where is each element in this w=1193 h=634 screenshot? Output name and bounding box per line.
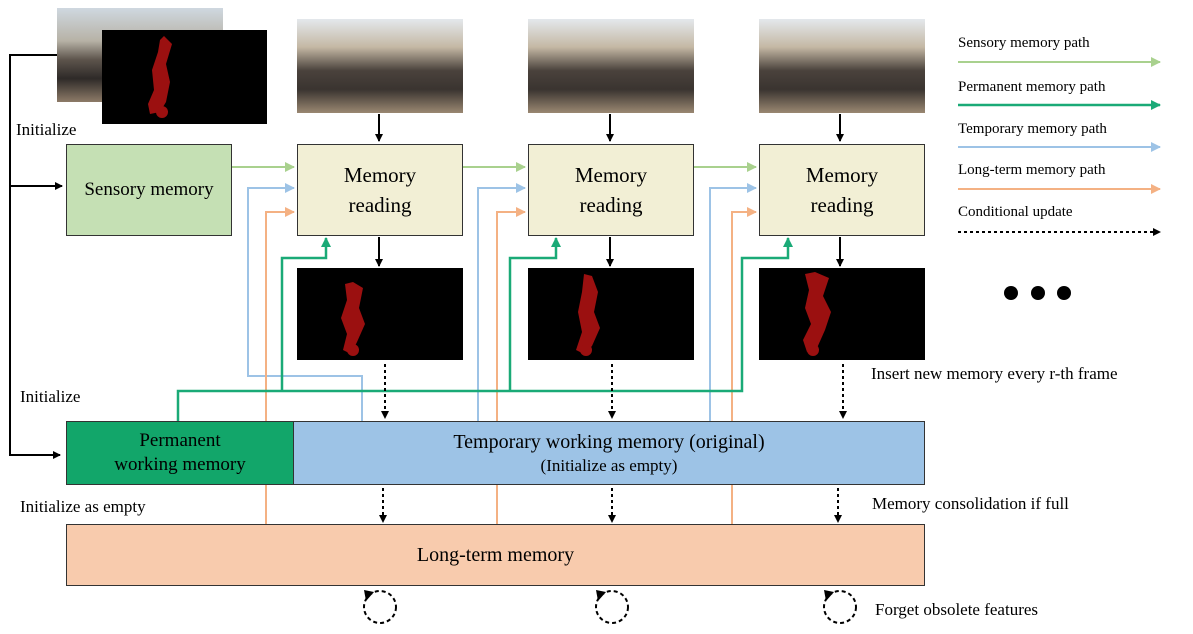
conditional-update-arrows [379, 364, 847, 523]
forget-icon-2 [595, 590, 629, 624]
longterm-memory-paths [265, 207, 757, 524]
longterm-label: Long-term memory [416, 543, 575, 566]
forget-obsolete-label: Forget obsolete features [875, 600, 1039, 619]
initialize-empty-label: Initialize as empty [20, 497, 146, 516]
figure-silhouette-icon [148, 36, 172, 118]
ellipsis-icon [1004, 286, 1071, 300]
memory-reading-box-3: Memory reading [759, 144, 925, 236]
forget-icon-3 [823, 590, 857, 624]
flow-arrows [375, 114, 844, 267]
video-frame-2 [528, 19, 694, 113]
legend-arrows [958, 57, 1161, 236]
permanent-line2: working memory [114, 454, 246, 475]
legend-sensory-label: Sensory memory path [958, 35, 1090, 51]
output-mask-3 [759, 268, 925, 360]
figure-silhouette-icon [803, 272, 831, 356]
legend-longterm-label: Long-term memory path [958, 162, 1106, 178]
permanent-working-memory-box: Permanent working memory [66, 421, 294, 485]
permanent-memory-paths [176, 237, 793, 421]
temporary-sublabel: (Initialize as empty) [540, 456, 678, 475]
memory-reading-line2: reading [810, 193, 874, 217]
forget-cycle-icons [363, 590, 857, 624]
legend-temporary-label: Temporary memory path [958, 121, 1107, 137]
legend-permanent-label: Permanent memory path [958, 79, 1106, 95]
temporary-working-memory-box: Temporary working memory (original) (Ini… [293, 421, 925, 485]
initial-mask [102, 30, 267, 124]
memory-reading-line2: reading [348, 193, 412, 217]
memory-reading-box-1: Memory reading [297, 144, 463, 236]
output-mask-1 [297, 268, 463, 360]
forget-icon-1 [363, 590, 397, 624]
long-term-memory-box: Long-term memory [66, 524, 925, 586]
insert-new-memory-label: Insert new memory every r-th frame [871, 364, 1118, 383]
output-mask-2 [528, 268, 694, 360]
memory-reading-line1: Memory [574, 163, 648, 187]
figure-silhouette-icon [576, 274, 600, 356]
video-frame-1 [297, 19, 463, 113]
legend-conditional-label: Conditional update [958, 204, 1073, 220]
figure-silhouette-icon [341, 282, 365, 356]
memory-reading-line1: Memory [343, 163, 417, 187]
permanent-line1: Permanent [139, 430, 221, 451]
initialize-mid-label: Initialize [20, 387, 81, 406]
sensory-memory-label: Sensory memory [84, 179, 214, 200]
initialize-top-label: Initialize [16, 120, 77, 139]
temporary-label: Temporary working memory (original) [453, 431, 765, 453]
video-frame-3 [759, 19, 925, 113]
memory-reading-line1: Memory [805, 163, 879, 187]
memory-consolidation-label: Memory consolidation if full [872, 494, 1069, 513]
init-connector [9, 54, 63, 459]
sensory-memory-box: Sensory memory [66, 144, 232, 236]
memory-reading-line2: reading [579, 193, 643, 217]
memory-reading-box-2: Memory reading [528, 144, 694, 236]
